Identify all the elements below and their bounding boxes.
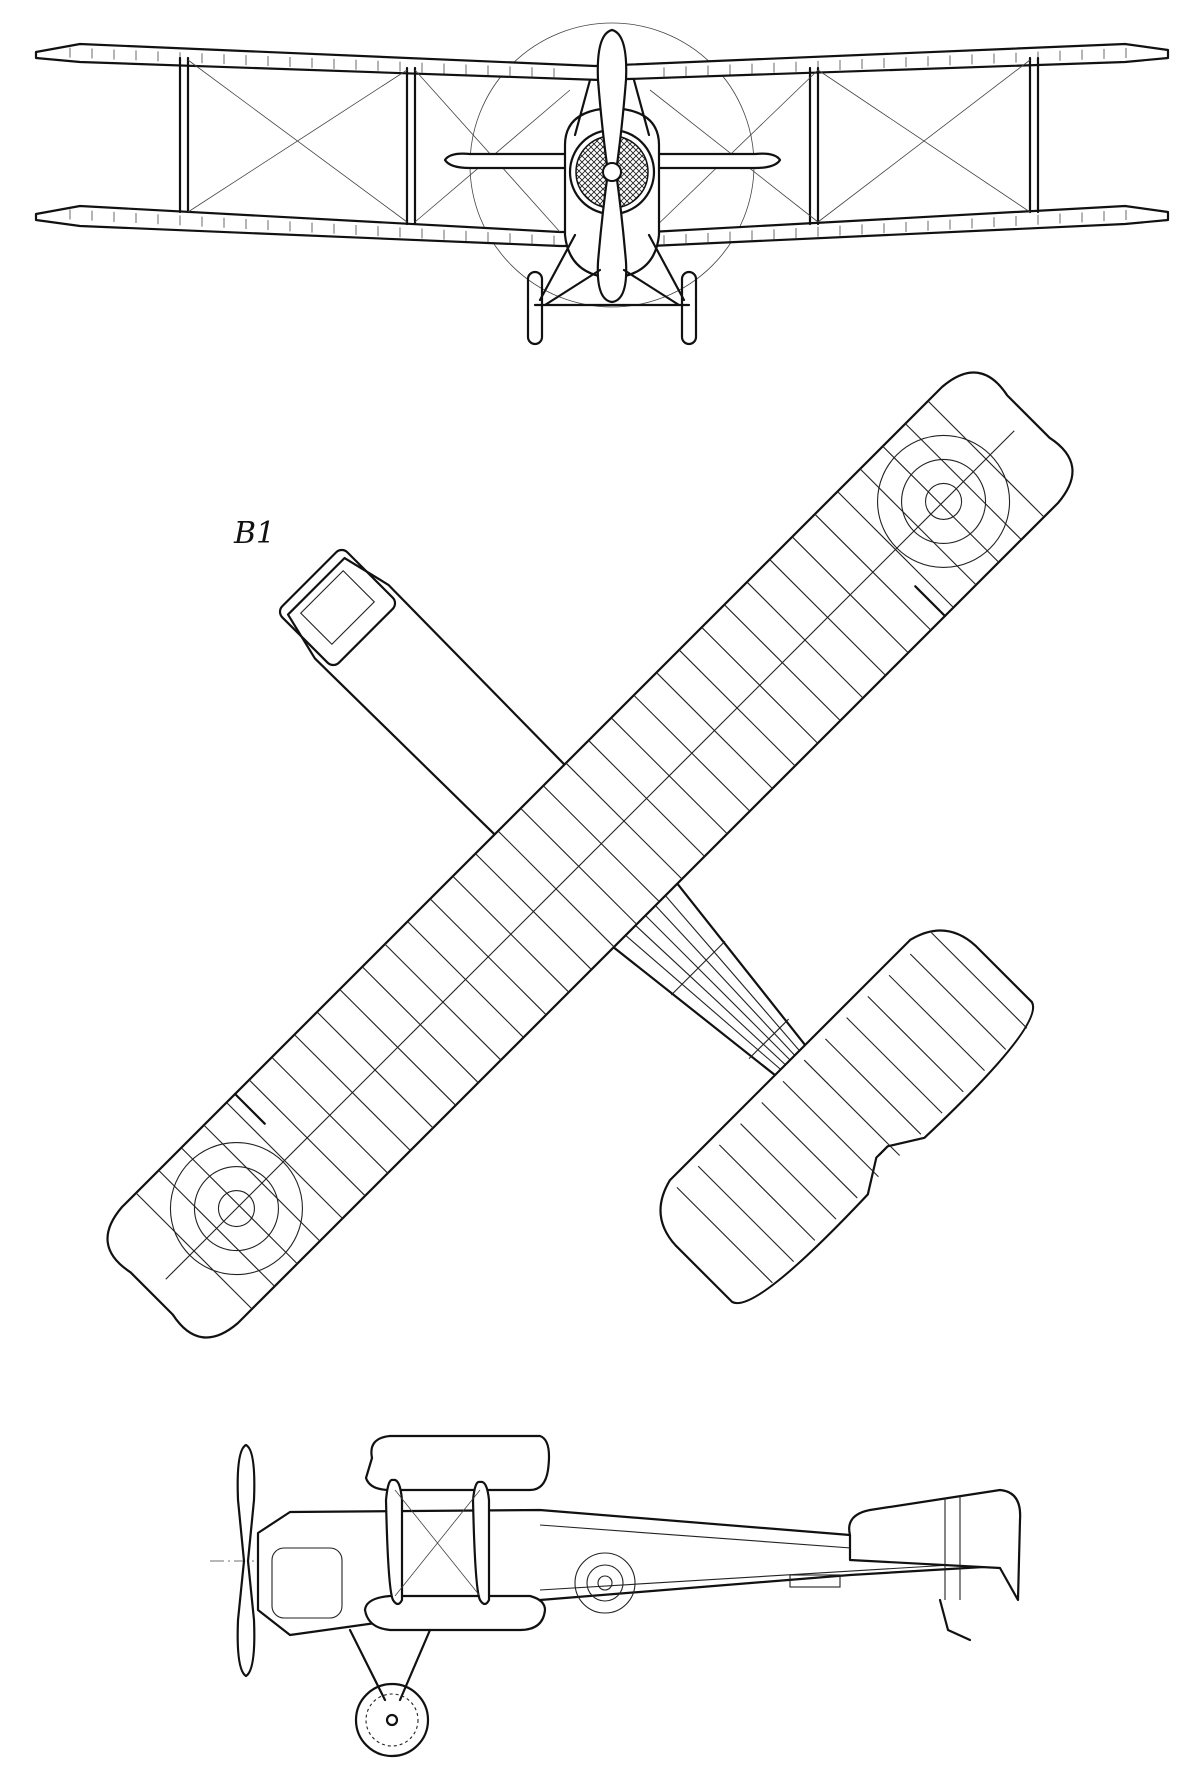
side-wheel bbox=[354, 1682, 430, 1758]
side-view bbox=[210, 1434, 1022, 1758]
side-roundel bbox=[574, 1552, 636, 1614]
front-view bbox=[34, 22, 1170, 346]
top-roundel-right bbox=[877, 434, 1011, 568]
top-tailplane bbox=[659, 929, 1035, 1305]
propeller-hub bbox=[602, 162, 622, 182]
top-roundel-left bbox=[169, 1142, 303, 1276]
front-cabane-struts bbox=[573, 78, 651, 137]
side-upper-wing bbox=[364, 1434, 551, 1492]
side-propeller bbox=[236, 1443, 256, 1678]
top-engine-cowl bbox=[278, 548, 397, 667]
front-struts bbox=[178, 56, 1040, 226]
top-view bbox=[106, 371, 1074, 1339]
side-lower-wing bbox=[363, 1594, 547, 1632]
side-undercarriage bbox=[348, 1628, 432, 1702]
front-right-wheel bbox=[680, 270, 698, 346]
side-fin bbox=[848, 1488, 1022, 1602]
drawing-label: B1 bbox=[233, 516, 275, 551]
front-wing-ribs bbox=[69, 47, 1127, 246]
front-left-wheel bbox=[526, 270, 544, 346]
front-undercarriage bbox=[533, 233, 691, 307]
